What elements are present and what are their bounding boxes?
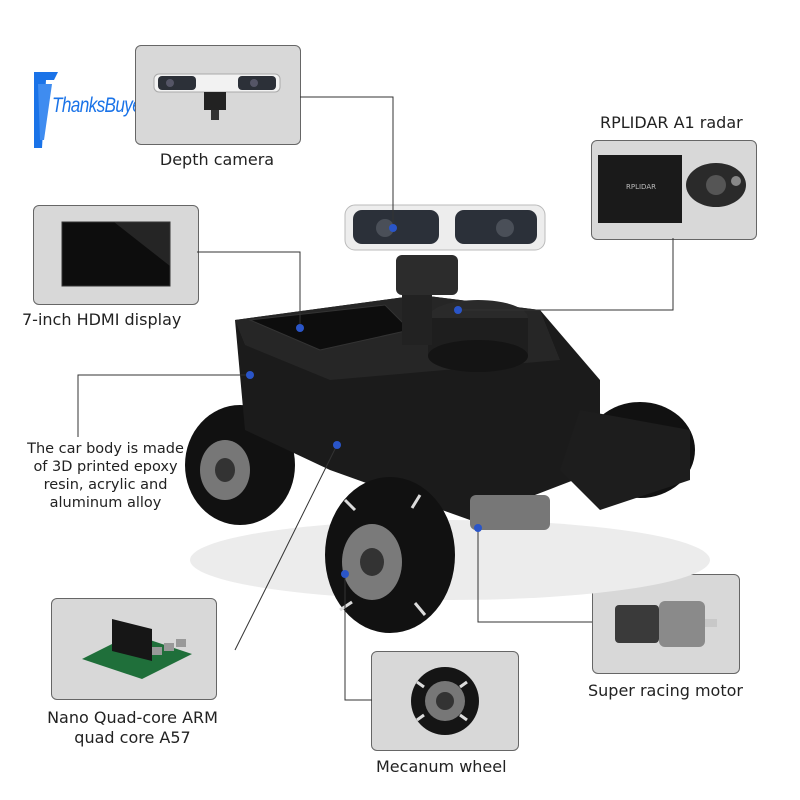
- lidar-box: RPLIDAR: [591, 140, 757, 240]
- car-body-label: The car body is made of 3D printed epoxy…: [27, 441, 184, 511]
- depth-camera-image: [153, 73, 281, 120]
- display-image: [61, 221, 171, 287]
- mecanum-label: Mecanum wheel: [376, 757, 507, 776]
- lidar-image: [598, 155, 746, 223]
- display-label: 7-inch HDMI display: [22, 310, 182, 329]
- depth-camera-label: Depth camera: [159, 150, 275, 169]
- nano-box: [51, 598, 217, 700]
- nano-label: Nano Quad-core ARM quad core A57: [47, 708, 218, 747]
- nano-board-image: [82, 619, 192, 679]
- lidar-label: RPLIDAR A1 radar: [600, 113, 743, 132]
- mecanum-box: [371, 651, 519, 751]
- depth-camera-box: [135, 45, 301, 145]
- front-center-wheel: [325, 477, 455, 633]
- display-box: [33, 205, 199, 305]
- brand-logo: ThanksBuyer: [30, 70, 150, 150]
- mecanum-image: [411, 667, 479, 735]
- lidar-box-text: RPLIDAR: [626, 183, 656, 191]
- motor-label: Super racing motor: [588, 681, 743, 700]
- brand-name: ThanksBuyer: [52, 94, 147, 117]
- motor-image: [615, 601, 717, 647]
